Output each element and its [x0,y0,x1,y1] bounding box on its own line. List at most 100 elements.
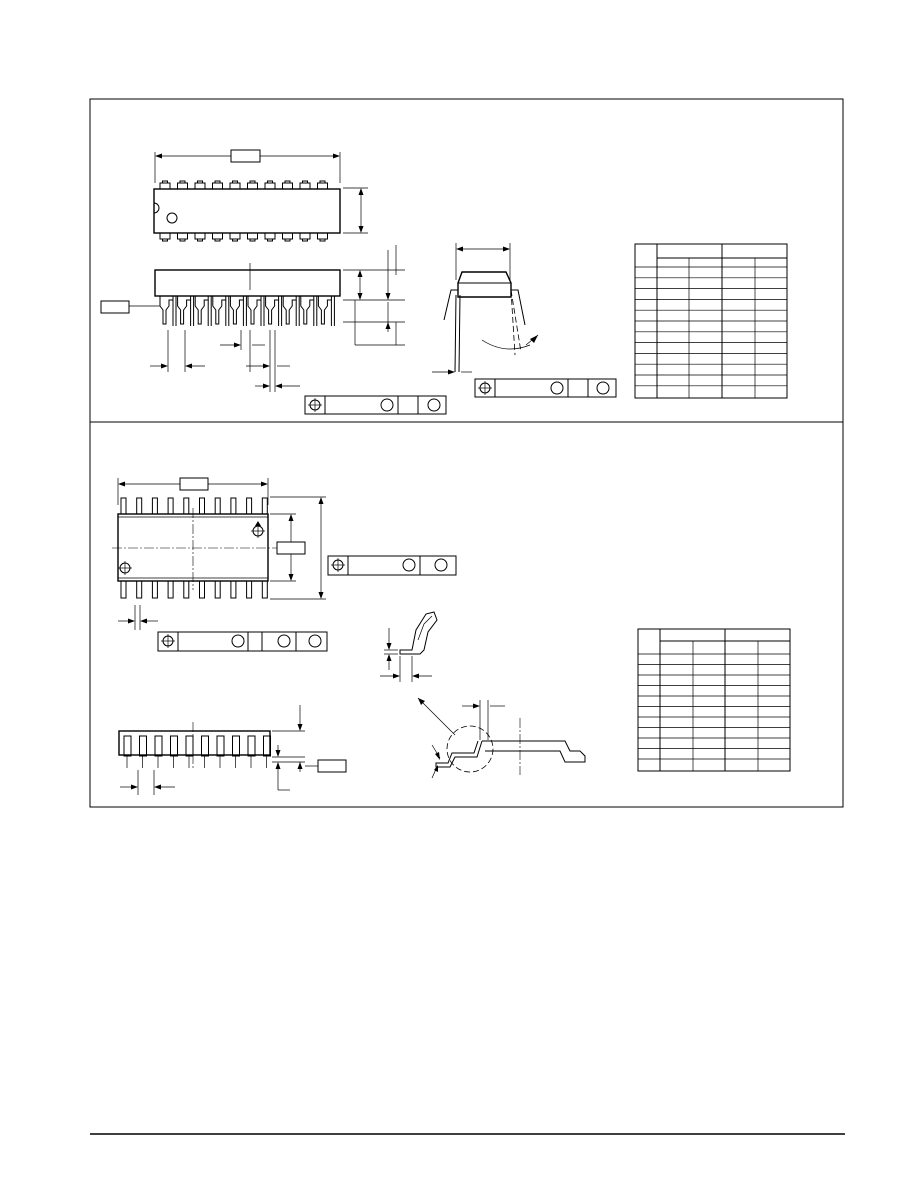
circle-modifier-icon [380,398,394,412]
soic-tolerance-frame-2 [157,631,328,652]
dip-pin [264,182,276,190]
dip-pin [159,232,171,240]
dip-pin [229,232,241,240]
soic-pin [167,580,174,599]
dip-pin-tip [284,180,291,184]
soic-side-pin [185,735,194,757]
circle-modifier-icon [434,558,448,572]
dip-pin [177,232,188,240]
soic-pin [246,497,253,515]
dip-package-panel [100,149,788,415]
dim-box [317,759,347,773]
soic-length-dimension [117,477,269,505]
dip-width-dimension [343,187,368,234]
dip-side-pin [212,296,227,325]
soic-side-view [118,705,347,795]
dip-pin-tip [319,180,326,184]
dip-pin-tip [267,238,273,242]
circle-modifier-icon [550,381,564,395]
soic-top-view [112,496,326,630]
soic-side-pin [232,735,240,757]
dip-pin-tip [214,180,221,184]
dip-pin [194,182,206,190]
dip-pin-tip [249,180,256,184]
soic-side-pin [123,735,132,757]
soic-pin [167,497,174,515]
soic-tolerance-frame-1 [327,555,457,576]
soic-pin [183,497,190,515]
dip-pin [212,232,223,240]
dip-side-pins [159,296,335,326]
soic-pin [199,497,205,515]
dip-side-pin [317,296,332,325]
dip-pin [229,182,241,190]
soic-side-pin [216,735,225,757]
soic-pin [261,580,268,599]
dip-pin-tip [197,180,203,184]
dim-box [179,477,209,491]
soic-pin [136,497,143,515]
soic-side-pin [154,735,163,757]
soic-pin [151,580,158,599]
dip-side-pin [159,296,174,325]
pin1-notch [153,202,160,214]
dip-pin [159,182,171,190]
dip-body-outline [153,188,341,234]
pin1-dot-icon [166,212,178,224]
dip-side-pin [265,296,280,325]
position-tolerance-icon [331,558,345,572]
dip-side-pin [229,296,244,325]
dip-pin-tip [179,180,186,184]
dim-box [276,541,306,555]
dip-pin-tip [302,180,308,184]
dip-pin [264,232,276,240]
soic-pin [199,580,205,599]
dip-pin [282,182,293,190]
dip-pin [317,232,328,240]
detail-circle [446,725,494,773]
dip-side-pin [282,296,297,325]
soic-pin [261,497,268,515]
dip-pin [317,182,328,190]
dip-pin [299,232,311,240]
soic-gull-wing-detail [417,697,586,779]
circle-modifier-icon [277,634,291,648]
dip-top-view [153,180,341,242]
dip-pin [299,182,311,190]
position-tolerance-icon [308,398,322,412]
dip-pin-tip [214,238,221,242]
soic-pin [120,497,127,515]
dip-pin [177,182,188,190]
circle-modifier-icon [596,381,610,395]
dip-pin [212,182,223,190]
datum-target-icon [251,521,265,538]
dip-end-view [432,243,539,375]
soic-pin [214,497,221,515]
dip-seating-label-box [100,300,130,314]
dip-side-pin [194,296,209,325]
dip-pin-tip [197,238,203,242]
dip-pin [282,232,293,240]
dim-box [230,149,261,163]
dip-pin-tip [319,238,326,242]
dip-pin-tip [162,238,168,242]
dip-side-body [154,269,341,297]
dip-length-dimension [154,149,341,183]
dip-pin-tip [302,238,308,242]
soic-side-pin [247,735,256,757]
dip-pin-tip [162,180,168,184]
position-tolerance-icon [478,381,492,395]
circle-modifier-icon [402,558,416,572]
drawing-frame [89,98,844,808]
soic-side-pin [139,735,147,757]
dip-pin-tip [267,180,273,184]
dip-pin-tip [284,238,291,242]
soic-package-panel [112,477,791,795]
soic-pin [214,580,221,599]
dip-tolerance-frame-1 [304,395,447,415]
dip-side-pin [300,296,315,325]
soic-side-pin [170,735,178,757]
dip-tolerance-frame-2 [474,378,617,398]
soic-pin [183,580,190,599]
circle-modifier-icon [427,398,441,412]
